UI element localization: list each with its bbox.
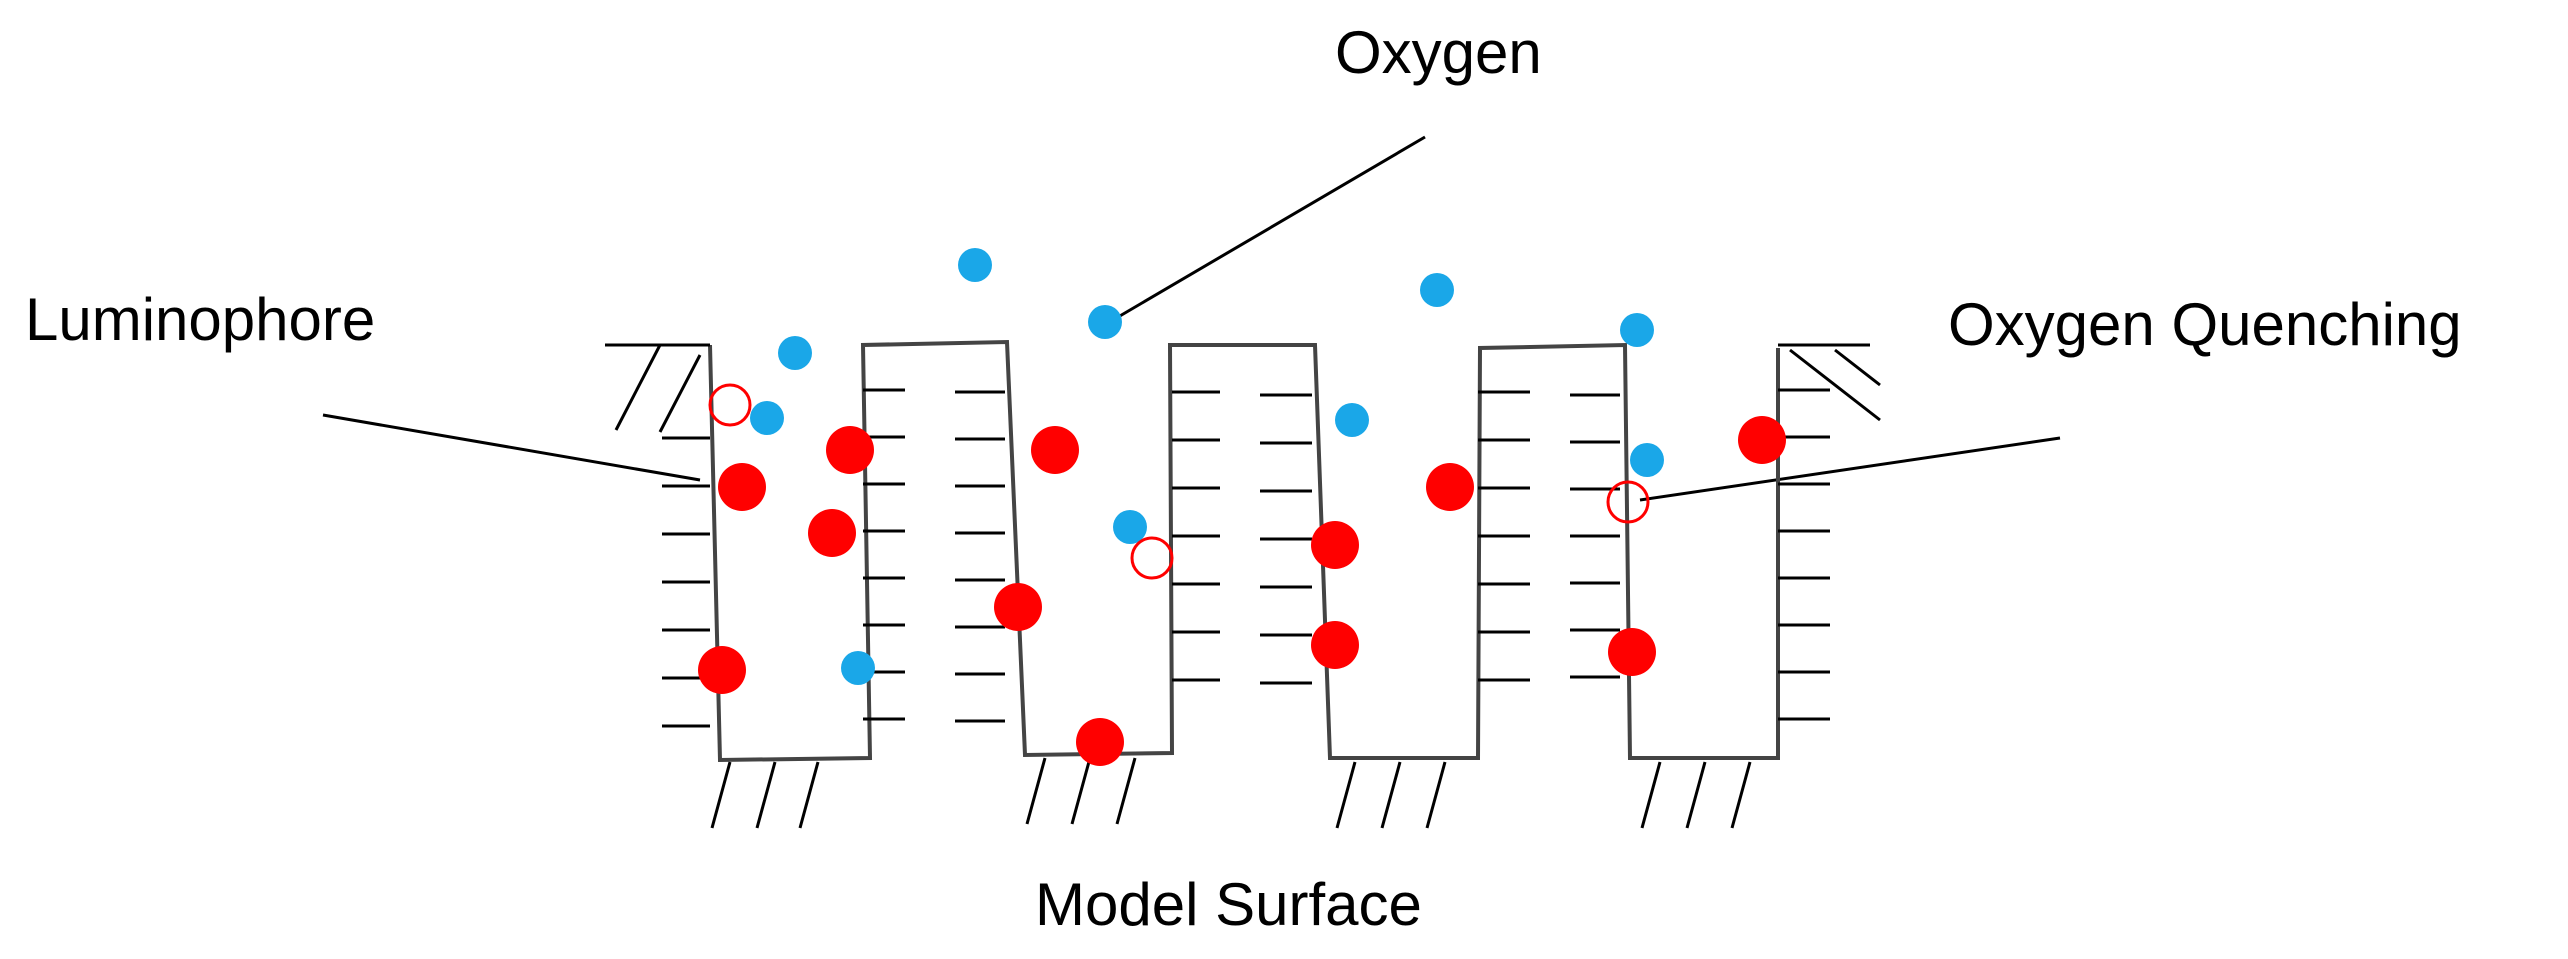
luminophore-leader-line [322, 413, 701, 482]
hatch-diagonal [1425, 761, 1447, 829]
oxygen-molecule [1113, 510, 1147, 544]
luminophore-molecule [1311, 521, 1359, 569]
oxygen-molecule [1630, 443, 1664, 477]
luminophore-molecule [994, 583, 1042, 631]
oxygen-molecule [750, 401, 784, 435]
oxygen-molecule [841, 651, 875, 685]
luminophore-molecule [1608, 628, 1656, 676]
binder-structure-outline [708, 339, 1780, 763]
hatch-diagonal [710, 761, 732, 829]
hatch-diagonal [798, 761, 820, 829]
luminophore-molecule [826, 426, 874, 474]
quenched-luminophore [708, 383, 752, 427]
oxygen-molecule [778, 336, 812, 370]
luminophore-molecule [1426, 463, 1474, 511]
label-oxygen-quenching: Oxygen Quenching [1948, 291, 2462, 358]
luminophore-molecule [1311, 621, 1359, 669]
luminophore-molecule [1031, 426, 1079, 474]
hatch-diagonal [614, 344, 662, 431]
luminophore-molecule [808, 509, 856, 557]
label-luminophore: Luminophore [25, 286, 375, 353]
oxygen-molecule [1088, 305, 1122, 339]
luminophore-molecule [1076, 718, 1124, 766]
luminophore-molecule [698, 646, 746, 694]
hatch-diagonal [1335, 761, 1357, 829]
hatch-diagonal [1070, 757, 1092, 825]
oxygen-molecule [1620, 313, 1654, 347]
hatch-diagonal [1789, 348, 1881, 422]
oxygen-molecule [1420, 273, 1454, 307]
oxygen-molecule [958, 248, 992, 282]
oxygen-molecule [1335, 403, 1369, 437]
luminophore-molecule [1738, 416, 1786, 464]
hatch-diagonal [1730, 761, 1752, 829]
particles [698, 248, 1786, 766]
hatch-diagonal [658, 354, 702, 433]
label-oxygen: Oxygen [1335, 19, 1542, 86]
hatch-diagonal [1025, 757, 1047, 825]
surface-hatching [605, 343, 1881, 829]
hatch-diagonal [755, 761, 777, 829]
quenched-luminophore [1606, 480, 1650, 524]
hatch-diagonal [1685, 761, 1707, 829]
hatch-diagonal [1380, 761, 1402, 829]
luminophore-molecule [718, 463, 766, 511]
quenching-leader-line [1639, 436, 2061, 502]
hatch-diagonal [1640, 761, 1662, 829]
oxygen-leader-line [1112, 135, 1426, 322]
quenched-luminophore [1130, 536, 1174, 580]
hatch-diagonal [1115, 757, 1137, 825]
label-model-surface: Model Surface [1035, 871, 1422, 938]
hatch-diagonal [1834, 348, 1881, 387]
